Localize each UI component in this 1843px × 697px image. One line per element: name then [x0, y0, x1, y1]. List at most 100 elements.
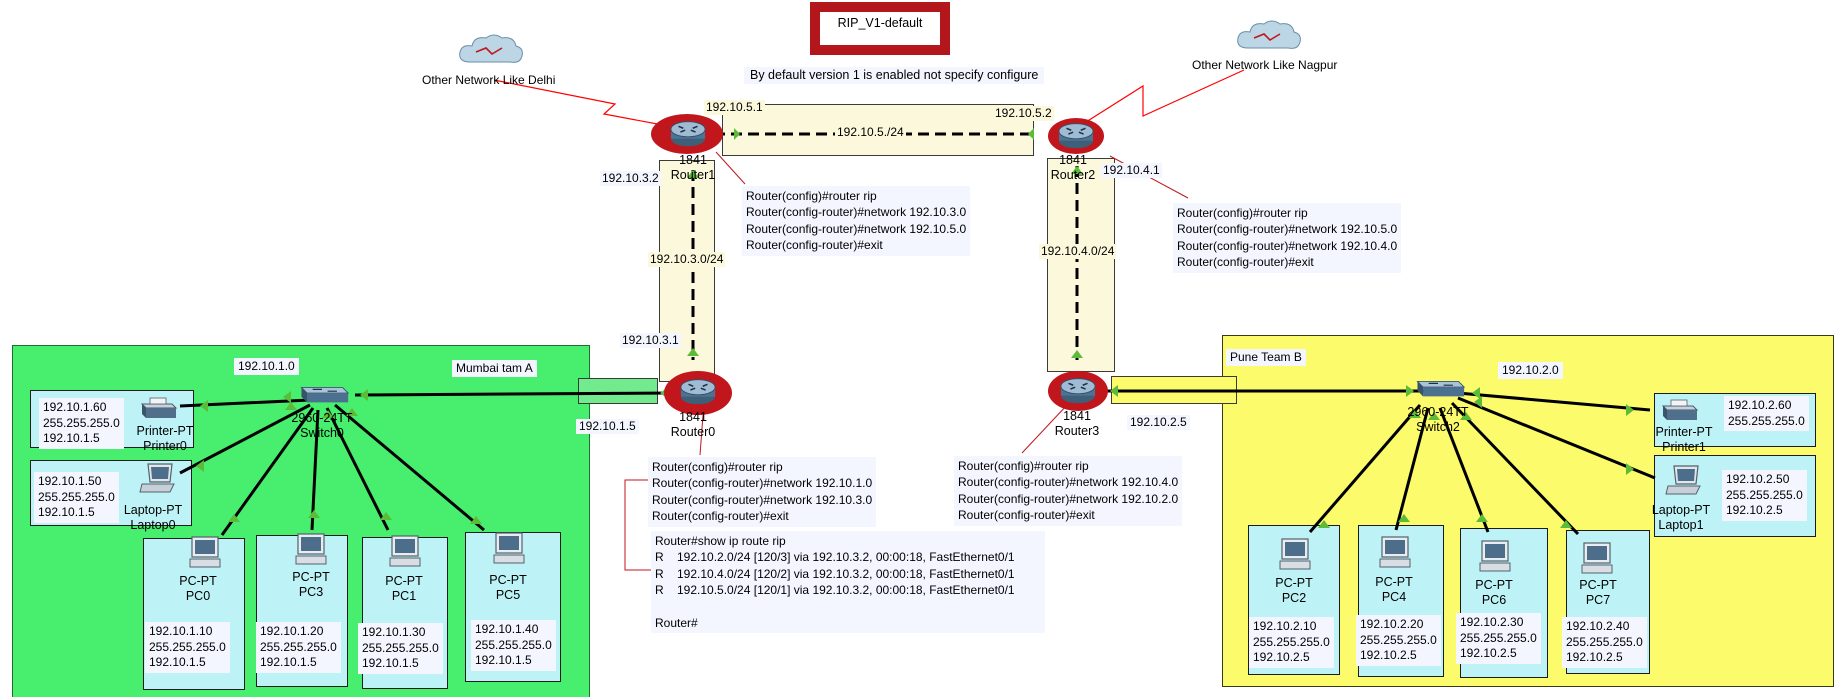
pc6-label: PC-PT PC6: [1464, 578, 1524, 608]
router3-icon[interactable]: [1048, 371, 1108, 411]
link-switch0-laptop0: [179, 403, 311, 475]
diagram-title: RIP_V1-default: [820, 12, 940, 45]
zone-pune-label: Pune Team B: [1226, 349, 1306, 366]
printer1-type: Printer-PT: [1655, 425, 1713, 439]
pc4-name: PC4: [1381, 590, 1407, 604]
panel-link-r2-r3: [1047, 158, 1115, 372]
panel-link-r0-lan: [578, 378, 658, 404]
pc7-icon[interactable]: [1581, 542, 1613, 574]
pc3-type: PC-PT: [292, 570, 330, 584]
printer1-ip: 192.10.2.60 255.255.255.0: [1724, 396, 1809, 431]
pc6-ip: 192.10.2.30 255.255.255.0 192.10.2.5: [1456, 613, 1541, 664]
ip-r2-right: 192.10.4.1: [1101, 163, 1162, 178]
router1-label: 1841 Router1: [668, 153, 718, 183]
switch0-icon[interactable]: [300, 386, 349, 404]
link-switch2-pc6: [1438, 407, 1490, 533]
laptop1-name: Laptop1: [1658, 518, 1704, 532]
pc1-ip: 192.10.1.30 255.255.255.0 192.10.1.5: [358, 623, 443, 674]
link-switch2-pc2: [1308, 404, 1422, 533]
router1-model: 1841: [679, 153, 707, 167]
config-router2: Router(config)#router rip Router(config-…: [1173, 203, 1402, 273]
link-switch2-pc7: [1450, 401, 1580, 536]
pc7-type: PC-PT: [1579, 578, 1617, 592]
config-router0: Router(config)#router rip Router(config-…: [648, 457, 877, 527]
pc0-icon[interactable]: [189, 536, 221, 568]
pc5-icon[interactable]: [493, 532, 525, 564]
printer1-icon[interactable]: [1662, 399, 1698, 421]
pc3-ip: 192.10.1.20 255.255.255.0 192.10.1.5: [256, 622, 341, 673]
switch0-model: 2960-24TT: [291, 411, 353, 425]
laptop0-label: Laptop-PT Laptop0: [118, 503, 188, 533]
pc2-ip: 192.10.2.10 255.255.255.0 192.10.2.5: [1249, 617, 1334, 668]
ip-r0-up: 192.10.3.1: [620, 333, 681, 348]
pc0-name: PC0: [185, 589, 211, 603]
pc2-label: PC-PT PC2: [1264, 576, 1324, 606]
pc2-name: PC2: [1281, 591, 1307, 605]
pc4-type: PC-PT: [1375, 575, 1413, 589]
pc4-label: PC-PT PC4: [1364, 575, 1424, 605]
cloud-delhi-icon[interactable]: [458, 34, 524, 64]
show-ip-route-output: Router#show ip route rip R 192.10.2.0/24…: [651, 531, 1045, 633]
ip-r1-down: 192.10.3.2: [600, 171, 661, 186]
link-switch2-printer1: [1457, 391, 1651, 412]
router2-label: 1841 Router2: [1048, 153, 1098, 183]
pointer-r1-config: [715, 151, 746, 185]
subtitle: By default version 1 is enabled not spec…: [744, 67, 1045, 84]
printer0-label: Printer-PT Printer0: [125, 424, 205, 454]
laptop0-icon[interactable]: [139, 463, 175, 493]
switch2-model: 2960-24TT: [1407, 405, 1469, 419]
pc3-icon[interactable]: [295, 533, 327, 565]
pc3-name: PC3: [298, 585, 324, 599]
router2-name: Router2: [1050, 168, 1096, 182]
link-switch0-pc1: [325, 407, 390, 531]
printer0-icon[interactable]: [141, 397, 177, 419]
router1-icon[interactable]: [651, 114, 723, 154]
pc4-icon[interactable]: [1379, 536, 1411, 568]
printer0-name: Printer0: [143, 439, 187, 453]
switch0-name: Switch0: [300, 426, 344, 440]
printer1-name: Printer1: [1662, 440, 1706, 454]
link-switch0-pc3: [310, 409, 320, 531]
pc1-type: PC-PT: [385, 574, 423, 588]
pc6-icon[interactable]: [1479, 540, 1511, 572]
router0-label: 1841 Router0: [668, 410, 718, 440]
pc7-label: PC-PT PC7: [1568, 578, 1628, 608]
link-switch2-pc4: [1394, 407, 1430, 531]
printer1-label: Printer-PT Printer1: [1648, 425, 1720, 455]
switch0-label: 2960-24TT Switch0: [286, 411, 358, 441]
ip-net-pune: 192.10.2.0: [1498, 362, 1563, 379]
router2-icon[interactable]: [1048, 118, 1104, 154]
pc0-label: PC-PT PC0: [168, 574, 228, 604]
pc2-icon[interactable]: [1279, 538, 1311, 570]
cloud-delhi-label: Other Network Like Delhi: [422, 73, 556, 87]
zone-mumbai-label: Mumbai tam A: [452, 360, 537, 377]
switch2-icon[interactable]: [1416, 380, 1465, 398]
pc4-ip: 192.10.2.20 255.255.255.0 192.10.2.5: [1356, 615, 1441, 666]
router0-icon[interactable]: [664, 371, 732, 415]
cloud-nagpur-icon[interactable]: [1236, 20, 1302, 50]
pc1-icon[interactable]: [389, 535, 421, 567]
pc5-ip: 192.10.1.40 255.255.255.0 192.10.1.5: [471, 620, 556, 671]
ip-r3-lan: 192.10.2.5: [1127, 415, 1190, 430]
router0-name: Router0: [670, 425, 716, 439]
laptop1-type: Laptop-PT: [1651, 503, 1711, 517]
pc6-name: PC6: [1481, 593, 1507, 607]
laptop1-ip: 192.10.2.50 255.255.255.0 192.10.2.5: [1722, 470, 1807, 521]
link-switch0-pc0: [220, 407, 315, 536]
printer0-type: Printer-PT: [136, 424, 194, 438]
ip-r0-lan: 192.10.1.5: [576, 419, 639, 434]
router3-name: Router3: [1054, 424, 1100, 438]
laptop1-icon[interactable]: [1665, 465, 1701, 495]
pc1-name: PC1: [391, 589, 417, 603]
pc1-label: PC-PT PC1: [374, 574, 434, 604]
switch2-name: Switch2: [1416, 420, 1460, 434]
laptop0-name: Laptop0: [130, 518, 176, 532]
ip-r1-left: 192.10.5.1: [704, 100, 765, 115]
laptop1-label: Laptop-PT Laptop1: [1648, 503, 1714, 533]
link-r0-switch0: [354, 391, 675, 397]
switch2-label: 2960-24TT Switch2: [1402, 405, 1474, 435]
config-router3: Router(config)#router rip Router(config-…: [954, 456, 1183, 526]
ip-net-mumbai: 192.10.1.0: [234, 358, 299, 375]
cloud-nagpur-label: Other Network Like Nagpur: [1192, 58, 1338, 72]
